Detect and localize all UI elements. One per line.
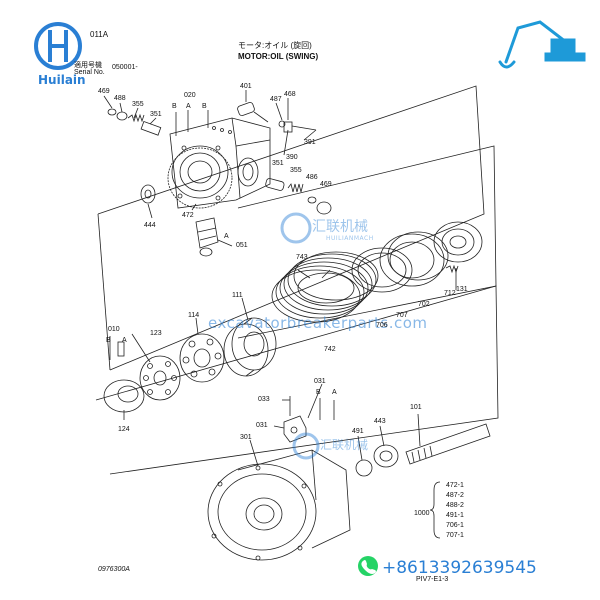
drawing-number: 0976300A [98, 566, 130, 573]
part-label: 706 [376, 322, 388, 329]
part-label: 051 [236, 242, 248, 249]
kit-item: 488-2 [446, 502, 464, 509]
part-label: 010 [108, 326, 120, 333]
valve-051 [195, 217, 219, 257]
kit-item: 707-1 [446, 532, 464, 539]
part-label: A [224, 233, 229, 240]
part-label: B [202, 103, 207, 110]
diagram-code: 011A [90, 30, 109, 39]
bearing-443 [373, 444, 399, 468]
part-label: B [106, 337, 111, 344]
phone-number[interactable]: +8613392639545 [382, 558, 537, 578]
part-label: 401 [240, 83, 252, 90]
casing-301 [207, 449, 351, 561]
bolt-401 [237, 102, 269, 123]
title-en: MOTOR:OIL (SWING) [238, 52, 319, 61]
part-label: B [172, 103, 177, 110]
part-label: 491 [352, 428, 364, 435]
watermark-logo-icon [280, 212, 320, 460]
kit-item: 487-2 [446, 492, 464, 499]
watermark-cn-lower: 汇联机械 [320, 438, 369, 452]
part-label: 111 [232, 292, 243, 299]
retainer-123 [139, 355, 181, 401]
part-label: 031 [314, 378, 326, 385]
part-label: 033 [258, 396, 270, 403]
plug-469b [316, 201, 332, 215]
spring-355b [287, 183, 304, 193]
valve-block-020 [169, 110, 271, 209]
part-label: A [122, 337, 127, 344]
part-label: 707 [396, 312, 408, 319]
block-031 [283, 415, 307, 443]
part-label: 486 [306, 174, 318, 181]
part-label: 351 [272, 160, 284, 167]
oring-486 [307, 196, 317, 204]
part-label: 301 [240, 434, 252, 441]
friction-plates-743 [271, 251, 379, 323]
whatsapp-icon [358, 556, 378, 576]
part-label: 020 [184, 92, 196, 99]
part-label: 391 [304, 139, 316, 146]
watermark-url: excavatorbreakerparts.com [208, 314, 428, 332]
part-label: 444 [144, 222, 156, 229]
part-label: 114 [188, 312, 200, 319]
cylinder-block-111 [223, 317, 277, 377]
part-label: 743 [296, 254, 308, 261]
kit-item: 472-1 [446, 482, 464, 489]
part-label: 390 [286, 154, 298, 161]
part-label: B [316, 389, 321, 396]
piston-702 [379, 231, 449, 287]
part-label: 742 [324, 346, 336, 353]
part-label: 101 [410, 404, 422, 411]
part-label: 712 [444, 290, 456, 297]
upper-box-outline [97, 85, 485, 371]
title-jp: モータ:オイル (旋回) [238, 41, 312, 50]
oring-472 [167, 147, 233, 209]
watermark-pinyin: HUILIANMACH [326, 235, 374, 242]
plate-706 [351, 247, 413, 293]
part-label: A [186, 103, 191, 110]
serial-label: Serial No. [74, 69, 105, 76]
huilain-logo-icon [34, 22, 82, 70]
part-label: 487 [270, 96, 282, 103]
part-label: A [332, 389, 337, 396]
bearing-131 [433, 221, 483, 263]
part-label: 131 [456, 286, 468, 293]
lower-box-outline [95, 285, 499, 475]
part-label: 468 [284, 91, 296, 98]
part-label: 469 [320, 181, 332, 188]
part-label: 702 [418, 301, 430, 308]
part-label: 469 [98, 88, 110, 95]
plug-351b [265, 178, 285, 191]
pistons-114 [179, 333, 225, 383]
part-label: 355 [290, 167, 302, 174]
oring-487 [278, 120, 286, 128]
kit-item: 491-1 [446, 512, 464, 519]
middle-box-outline [237, 145, 497, 339]
part-label: 472 [182, 212, 194, 219]
watermark-cn: 汇联机械 [312, 219, 368, 235]
part-label: 443 [374, 418, 386, 425]
pin-010 [117, 341, 125, 357]
part-label: 123 [150, 330, 162, 337]
kit-item: 706-1 [446, 522, 464, 529]
brand-name: Huilain [38, 73, 86, 87]
bearing-444 [140, 184, 156, 204]
part-label: 488 [114, 95, 126, 102]
serial-value: 050001- [112, 64, 138, 71]
kit-label: 1000 [414, 510, 430, 517]
shaft-101 [405, 423, 491, 465]
applicable-label-jp: 適用号機 [74, 62, 102, 69]
excavator-icon [498, 20, 586, 69]
part-label: 351 [150, 111, 162, 118]
part-label: 124 [118, 426, 130, 433]
part-label: 355 [132, 101, 144, 108]
seal-491 [355, 459, 373, 477]
part-label: 031 [256, 422, 268, 429]
page-reference: PIV7-E1-3 [416, 576, 449, 583]
